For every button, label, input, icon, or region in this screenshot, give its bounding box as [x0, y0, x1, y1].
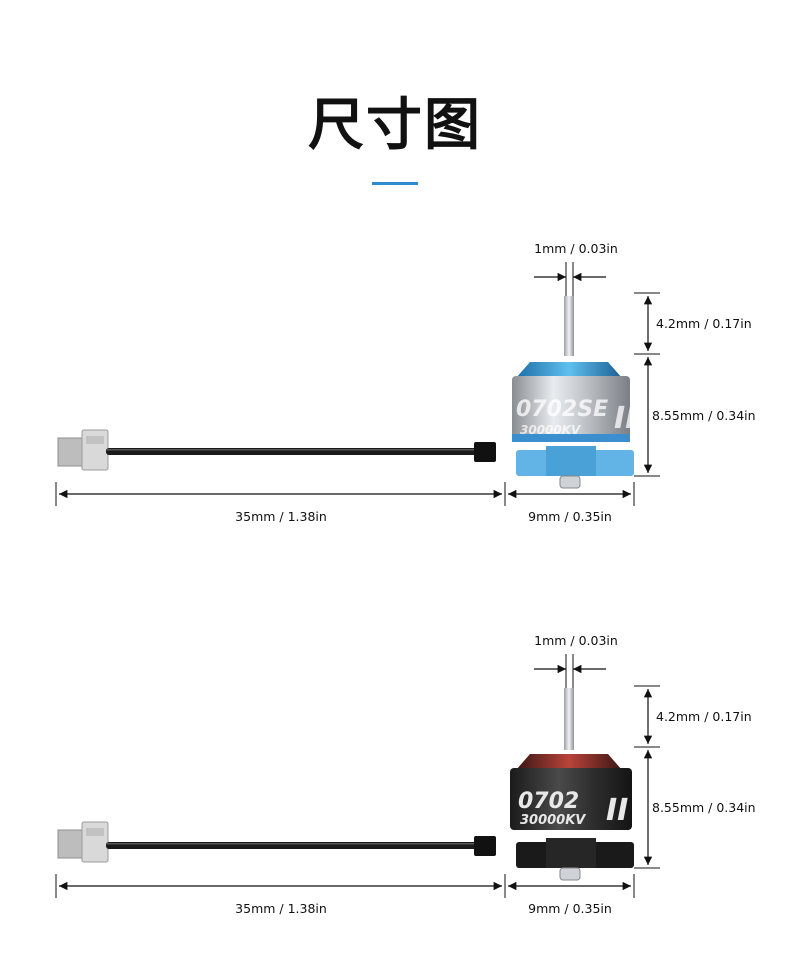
dim-cable-length: 35mm / 1.38in [55, 482, 506, 524]
motor-kv-label: 30000KV [520, 813, 586, 828]
shaft-length-label: 4.2mm / 0.17in [656, 316, 752, 331]
dim-body-height: 8.55mm / 0.34in [634, 750, 756, 869]
dim-shaft-length: 4.2mm / 0.17in [634, 685, 752, 748]
dim-cable-length: 35mm / 1.38in [55, 874, 506, 916]
title-underline [372, 182, 418, 185]
base-width-label: 9mm / 0.35in [528, 509, 612, 524]
shaft-diameter-label: 1mm / 0.03in [534, 241, 618, 256]
cable-clip [474, 442, 496, 462]
motor-body: 0702SE 30000KV II [512, 296, 636, 489]
shaft-diameter-label: 1mm / 0.03in [534, 633, 618, 648]
connector-plug [57, 429, 109, 471]
motor-kv-label: 30000KV [520, 423, 582, 437]
dim-shaft-diameter: 1mm / 0.03in [534, 241, 618, 296]
shaft-length-label: 4.2mm / 0.17in [656, 709, 752, 724]
motor-roman-label: II [606, 793, 628, 828]
body-height-label: 8.55mm / 0.34in [652, 408, 756, 423]
diagram-blue-motor: 0702SE 30000KV II 1mm / 0.03in 4.2mm / 0… [55, 241, 756, 524]
dim-shaft-diameter: 1mm / 0.03in [534, 633, 618, 688]
dim-base-width: 9mm / 0.35in [508, 874, 635, 916]
page-title: 尺寸图 [308, 93, 482, 158]
motor-model-label: 0702 [518, 789, 579, 814]
base-width-label: 9mm / 0.35in [528, 901, 612, 916]
dim-base-width: 9mm / 0.35in [508, 482, 635, 524]
motor-roman-label: II [614, 401, 636, 436]
motor-body: 0702 30000KV II [510, 688, 634, 881]
dim-shaft-length: 4.2mm / 0.17in [634, 292, 752, 355]
cable-clip [474, 836, 496, 856]
cable-length-label: 35mm / 1.38in [235, 901, 327, 916]
connector-plug [57, 821, 109, 863]
motor-model-label: 0702SE [516, 397, 608, 422]
dim-body-height: 8.55mm / 0.34in [634, 357, 756, 477]
diagram-black-motor: 0702 30000KV II 1mm / 0.03in 4.2mm / 0.1… [55, 633, 756, 916]
cable-length-label: 35mm / 1.38in [235, 509, 327, 524]
body-height-label: 8.55mm / 0.34in [652, 800, 756, 815]
